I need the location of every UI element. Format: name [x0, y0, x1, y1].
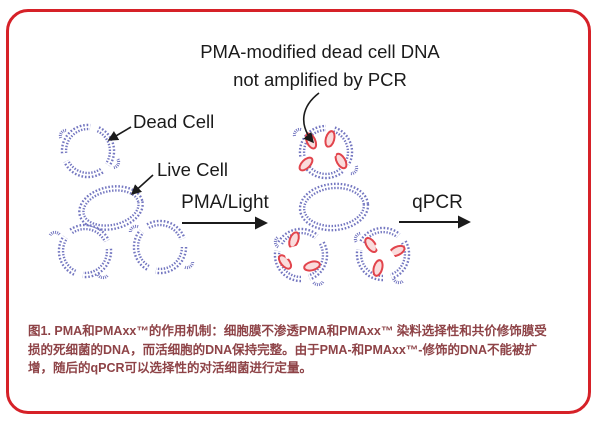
pma-bound-dead-cell-bottom-left [267, 221, 334, 288]
qpcr-label: qPCR [412, 192, 463, 213]
live-cell-middle [298, 182, 370, 232]
live-cell-left [78, 185, 144, 231]
pma-bound-dead-cell-bottom-right [353, 223, 414, 284]
pma-bound-dead-cell-top [291, 125, 360, 180]
annotation-pointer-arrow [303, 92, 320, 144]
annotation-line2: not amplified by PCR [233, 69, 407, 90]
figure-caption: 图1. PMA和PMAxx™的作用机制：细胞膜不渗透PMA和PMAxx™ 染料选… [28, 322, 588, 378]
dead-cell-label: Dead Cell [133, 111, 215, 132]
dead-cell-top-left [59, 122, 122, 180]
amplified-dna-fragments [483, 181, 566, 252]
caption-line3: 增，随后的qPCR可以选择性的对活细菌进行定量。 [28, 361, 313, 375]
caption-line1: 图1. PMA和PMAxx™的作用机制：细胞膜不渗透PMA和PMAxx™ 染料选… [28, 324, 547, 338]
dead-cell-pointer-arrow [107, 126, 132, 141]
annotation-dead-dna-not-amplified: PMA-modified dead cell DNA not amplified… [130, 38, 510, 94]
caption-line2: 损的死细菌的DNA，而活细胞的DNA保持完整。由于PMA-和PMAxx™-修饰的… [28, 342, 538, 357]
live-cell-pointer-arrow [130, 174, 154, 196]
live-cell-label: Live Cell [157, 159, 228, 180]
figure-border [6, 9, 591, 414]
annotation-line1: PMA-modified dead cell DNA [200, 41, 440, 62]
pma-light-label: PMA/Light [181, 192, 269, 213]
